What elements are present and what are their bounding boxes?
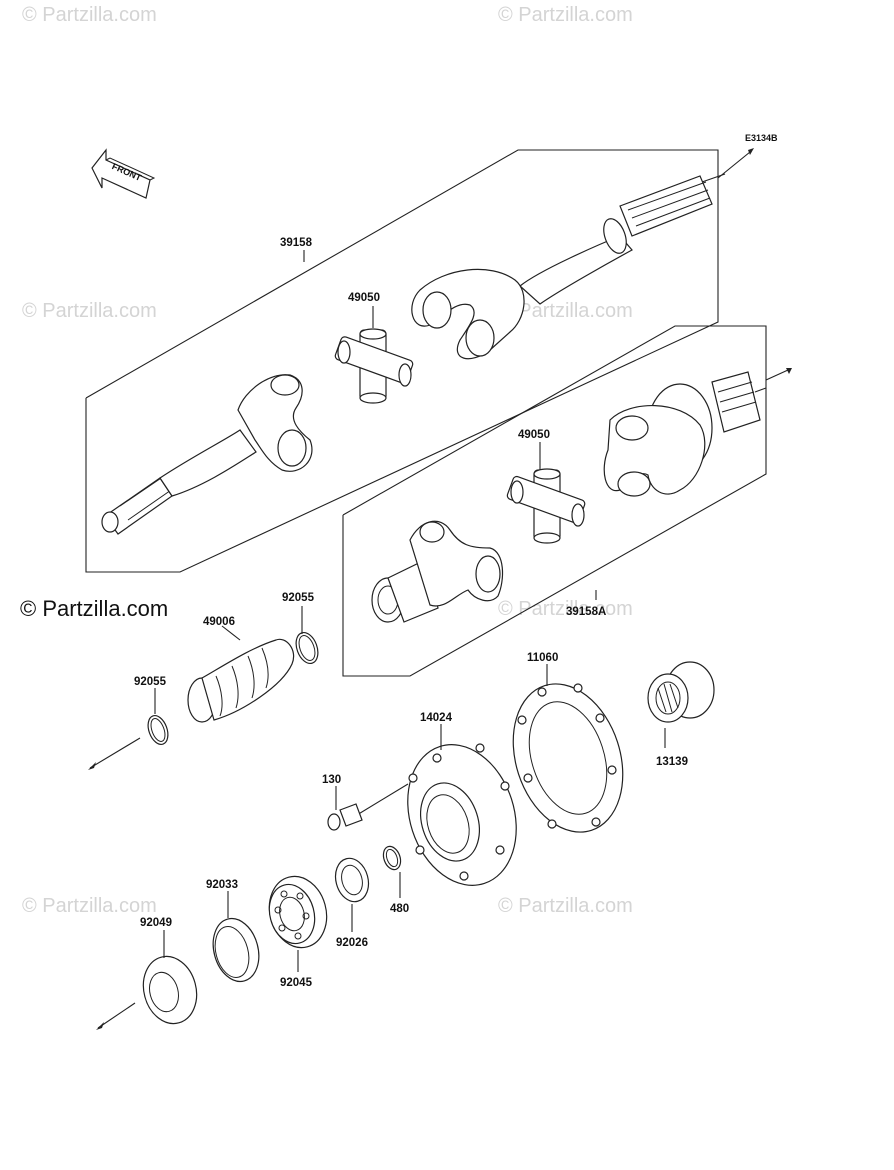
part-label-92055: 92055 bbox=[134, 676, 167, 688]
part-label-49050: 49050 bbox=[518, 429, 550, 441]
watermark: © Partzilla.com bbox=[22, 4, 157, 26]
part-label-92055: 92055 bbox=[282, 592, 315, 604]
watermark-strong: © Partzilla.com bbox=[20, 596, 169, 621]
universal-joint bbox=[506, 468, 586, 544]
assembly-box-39158 bbox=[85, 149, 719, 573]
diagram-code: E3134B bbox=[745, 133, 778, 143]
part-label-39158: 39158 bbox=[280, 237, 313, 249]
part-label-49050: 49050 bbox=[348, 292, 380, 304]
watermark: © Partzilla.com bbox=[498, 4, 633, 26]
leader-lines bbox=[154, 250, 666, 972]
part-label-92045: 92045 bbox=[280, 977, 313, 989]
part-label-49006: 49006 bbox=[203, 616, 235, 628]
output-yoke bbox=[603, 371, 761, 497]
oil-seal bbox=[142, 955, 198, 1025]
part-label-14024: 14024 bbox=[420, 712, 453, 724]
part-label-130: 130 bbox=[322, 774, 341, 786]
boot bbox=[187, 638, 295, 723]
circlip bbox=[382, 845, 402, 871]
direction-arrow bbox=[88, 737, 141, 1030]
bolt bbox=[327, 783, 409, 831]
snap-ring bbox=[212, 917, 260, 983]
part-label-480: 480 bbox=[390, 903, 409, 915]
part-labels: 39158 49050 49050 39158A 49006 92055 920… bbox=[134, 237, 688, 989]
assembly-box-39158A bbox=[342, 325, 767, 677]
part-label-92026: 92026 bbox=[336, 937, 368, 949]
housing bbox=[407, 743, 517, 886]
watermark: © Partzilla.com bbox=[22, 300, 157, 322]
coupler bbox=[647, 661, 715, 723]
input-yoke bbox=[371, 520, 504, 623]
universal-joint bbox=[334, 328, 414, 404]
front-arrow-icon: FRONT bbox=[91, 148, 156, 199]
gasket bbox=[512, 683, 624, 833]
part-label-92049: 92049 bbox=[140, 917, 172, 929]
o-ring bbox=[147, 714, 169, 746]
part-label-11060: 11060 bbox=[527, 652, 558, 664]
drive-shaft-long bbox=[411, 175, 713, 360]
part-label-13139: 13139 bbox=[656, 756, 688, 768]
bearing bbox=[268, 875, 328, 949]
watermark: © Partzilla.com bbox=[498, 300, 633, 322]
watermark: © Partzilla.com bbox=[498, 598, 633, 620]
drive-shaft-short bbox=[101, 374, 313, 535]
watermark: © Partzilla.com bbox=[22, 895, 157, 917]
part-label-39158A: 39158A bbox=[566, 606, 606, 618]
watermark: © Partzilla.com bbox=[498, 895, 633, 917]
washer bbox=[334, 857, 370, 903]
o-ring bbox=[295, 631, 319, 665]
part-label-92033: 92033 bbox=[206, 879, 238, 891]
